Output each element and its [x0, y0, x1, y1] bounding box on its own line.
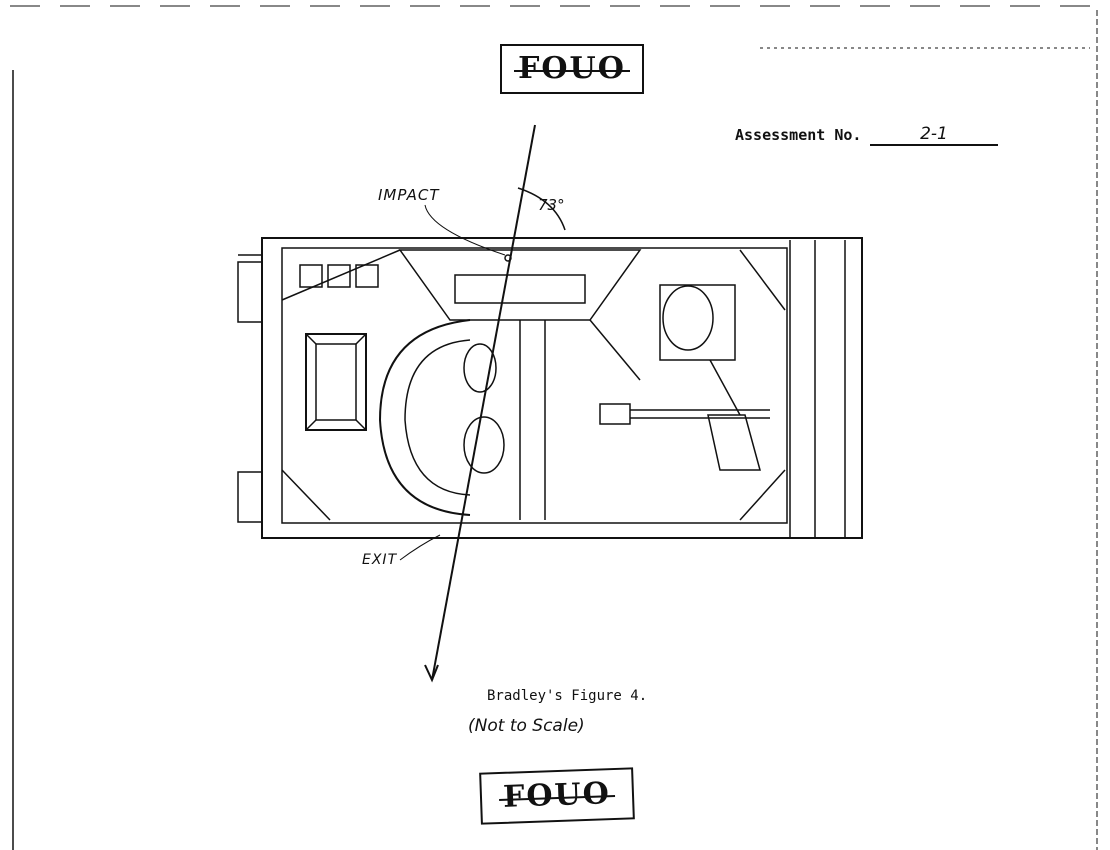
figure-caption: Bradley's Figure 4.	[487, 688, 648, 704]
angle-label: 73°	[538, 196, 565, 214]
impact-label: IMPACT	[378, 186, 440, 204]
fouo-stamp-bottom: FOUO	[479, 767, 635, 825]
assessment-label: Assessment No.	[735, 126, 862, 144]
exit-label: EXIT	[362, 552, 398, 568]
scale-note: (Not to Scale)	[468, 716, 585, 736]
assessment-number: 2-1	[870, 124, 998, 146]
fouo-stamp-top: FOUO	[500, 44, 644, 94]
